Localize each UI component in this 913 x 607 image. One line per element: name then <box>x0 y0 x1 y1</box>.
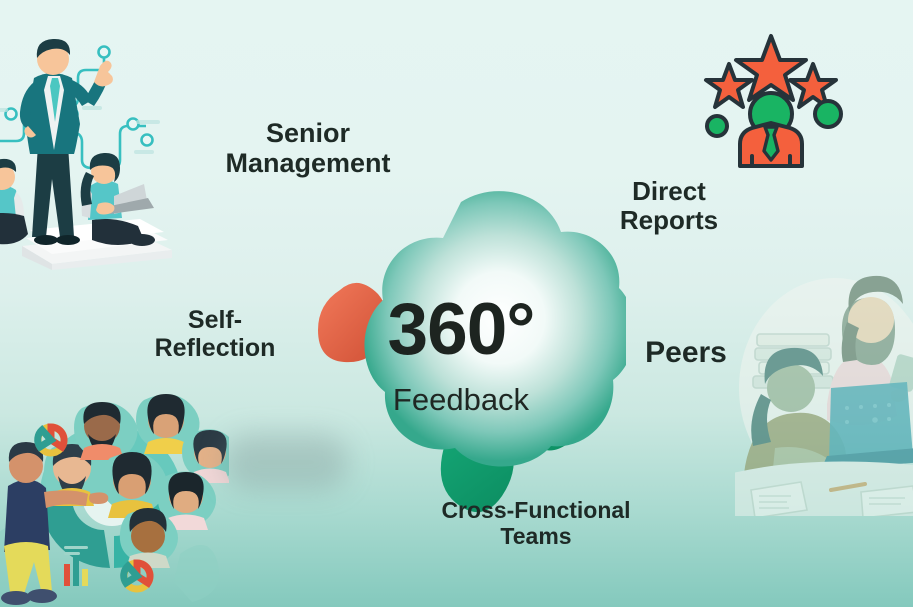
business-team-presentation-illustration <box>0 14 176 274</box>
blob-body <box>364 191 626 467</box>
spoke-label-peers: Peers <box>645 336 727 369</box>
spoke-label-cross-functional-teams: Cross-Functional Teams <box>441 497 631 549</box>
donut-chart-team-illustration <box>0 386 239 607</box>
blurred-smudge <box>224 434 348 490</box>
center-blob-shape <box>296 186 626 516</box>
colleagues-at-desk-illustration <box>729 268 913 519</box>
spoke-label-self-reflection: Self- Reflection <box>154 306 276 362</box>
star-icon <box>704 34 838 109</box>
spoke-label-direct-reports: Direct Reports <box>619 176 719 236</box>
spoke-label-senior-management: Senior Management <box>225 118 391 179</box>
person-icon <box>738 91 804 168</box>
five-star-rating-person-icon <box>700 30 850 170</box>
